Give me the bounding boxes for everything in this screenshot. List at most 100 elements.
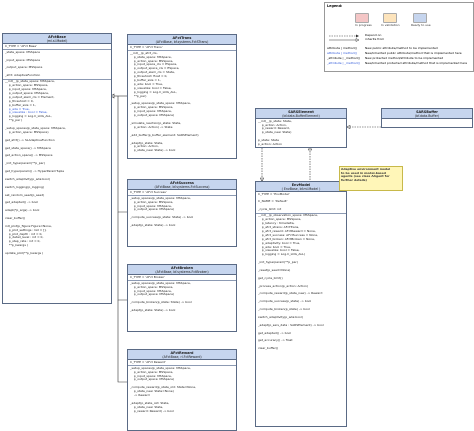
afctbroken-section-1: _setup_spaces(p_state_space: MSSpace, p_… xyxy=(128,281,236,313)
afctbase-member: switch_logging(p_logging) xyxy=(5,184,45,189)
envmodel-member: p_afct_broken: AFctBroken = None, xyxy=(258,236,315,241)
afctbase-member: p_action_space: MSSpace) xyxy=(5,130,49,134)
afctreward-member: p_reward: Reward) -> bool xyxy=(130,408,174,413)
afctbase-member: p_plot_depth : int = 0, xyxy=(5,231,43,236)
envmodel-member: _process_action(p_action: Action) xyxy=(258,283,309,288)
envmodel-member: p_logging = Log.C_LOG_ALL) xyxy=(258,252,305,257)
sarselement-member: p_state_new: State xyxy=(258,145,287,148)
envmodel-member: p_afct_success: AFctSuccess = None, xyxy=(258,232,319,237)
afcttrans-member: _simulate_reaction(p_state: State, xyxy=(130,121,182,125)
afctreward-member: _compute_reward(p_state_old: State=None, xyxy=(130,385,197,390)
afcttrans-member: C_TYPE = 'AFct Trans' xyxy=(130,44,163,49)
afctbase-member: p_visualize : bool = False, xyxy=(5,110,48,115)
envmodel-member: clear_buffer() xyxy=(258,346,279,351)
legend-row-desc-4: New/inherited protected attribute/method… xyxy=(365,61,468,65)
afctreward-header: AFctReward(AFctBase, rl.FctReward) xyxy=(128,350,236,360)
afctbase-member: p_detail_level : int = 0, xyxy=(5,235,44,240)
afctbroken-member: p_input_space: MSSpace, xyxy=(130,288,172,293)
legend-row-sig-2: attribute | method() xyxy=(327,51,357,55)
envmodel-member: _compute_success(p_state) -> bool xyxy=(258,299,312,304)
afctbase-member: p_input_space: MSSpace, xyxy=(5,87,47,92)
afctbase-member: _input_space: MSSpace xyxy=(5,57,41,62)
sarselement-name: SARSElement xyxy=(288,109,314,114)
afcttrans-member: __init__(p_afct_cls, xyxy=(130,50,158,55)
legend-label-in-progress: In progress xyxy=(355,23,372,27)
inherit-afctbroken xyxy=(117,212,127,301)
afctbase-member: p_step_rate : int = 0, xyxy=(5,239,41,244)
afctbroken-member: p_action_space: MSSpace, xyxy=(130,284,174,289)
afcttrans-member: _adapt(p_state: State, xyxy=(130,140,164,145)
envmodel-member: p_ada: bool = True, xyxy=(258,244,291,249)
sarselement-header: SARSElement(bf.data.BufferElement) xyxy=(256,109,346,119)
sarselement-member: p_reward: Reward, xyxy=(258,126,290,131)
afctbroken-parents: (AFctBase, bf.systems.FctBroken) xyxy=(155,269,209,274)
envmodel-member: __init__(p_observation_space: MSSpace, xyxy=(258,213,318,218)
envmodel-header: EnvModel( EnvBase, bf.ml.Model ) xyxy=(256,182,346,192)
class-sarsbuffer: SARSBuffer(bf.data.Buffer) xyxy=(381,108,473,128)
class-envmodel: EnvModel( EnvBase, bf.ml.Model )C_TYPE =… xyxy=(255,181,347,427)
afctbase-member: C_TYPE = 'AFct Base' xyxy=(5,43,37,48)
afctbase-section-2: __init__(p_state_space: MSSpace, p_actio… xyxy=(3,79,111,257)
afctreward-member: _setup_spaces(p_state_space: MSSpace, xyxy=(130,365,191,370)
afctsuccess-section-0: C_TYPE = 'AFct Success' xyxy=(128,189,236,197)
sarselement-member: p_state: State xyxy=(258,138,279,143)
afctbase-member: _output_space: MSSpace xyxy=(5,65,43,70)
sarsbuffer-header: SARSBuffer(bf.data.Buffer) xyxy=(382,109,472,119)
legend-label-in-validation: In validation xyxy=(381,23,400,27)
afctreward-member: C_TYPE = 'AFct Reward' xyxy=(130,359,166,364)
afctbase-member: switch_adaptivity(p_ada:bool) xyxy=(5,176,50,181)
afctbase-name: AFctBase xyxy=(48,34,66,39)
legend-title: Legend: xyxy=(327,4,343,8)
sarselement-section-0: __init__(p_state: State, p_action: Actio… xyxy=(256,118,346,148)
afctbase-member: p_action_space: MSSpace, xyxy=(5,83,49,88)
afctbase-member: p_ada = True, xyxy=(5,106,30,111)
envmodel-member: get_accuracy() -> float xyxy=(258,338,293,343)
legend-depends-label: Depend on inherits from xyxy=(365,33,385,41)
envmodel-member: p_afct_strans: AFctTrans, xyxy=(258,225,300,230)
afctbroken-section-0: C_TYPE = 'AFct Broken' xyxy=(128,274,236,282)
afctbase-member: clear_buffer() xyxy=(5,215,26,220)
envmodel-member: C_NAME = 'Default' xyxy=(258,199,288,204)
afctbase-member: p_output_elem_cls = Element, xyxy=(5,94,55,99)
afctbase-member: get_state_space() -> MSSpace xyxy=(5,145,51,150)
afcttrans-member: p_logging = Log.C_LOG_ALL, xyxy=(130,89,177,94)
afctbase-member: __init__(p_state_space: MSSpace, xyxy=(5,79,55,84)
class-sarselement: SARSElement(bf.data.BufferElement)__init… xyxy=(255,108,347,148)
legend-panel: Legend: In progress In validation Ready … xyxy=(324,2,474,72)
afcttrans-member: p_output_space_cls = ESpace, xyxy=(130,66,180,71)
afcttrans-member: _setup_spaces(p_state_space: MSSpace, xyxy=(130,101,191,106)
afctbase-member: p_threshold = 0, xyxy=(5,98,34,103)
afctbase-member: set_random_seed(p_seed) xyxy=(5,192,45,197)
afctreward-section-0: C_TYPE = 'AFct Reward' xyxy=(128,359,236,367)
afctbase-section-0: C_TYPE = 'AFct Base' xyxy=(3,43,111,51)
afctsuccess-member: C_TYPE = 'AFct Success' xyxy=(130,189,167,194)
sarselement-member: __init__(p_state: State, xyxy=(258,118,292,123)
afctreward-member: p_output_space: MSSpace) xyxy=(130,377,175,382)
afctbase-member: p_plot_settings : list = [], xyxy=(5,227,47,232)
sarsbuffer-parents: (bf.data.Buffer) xyxy=(414,113,440,118)
legend-row-desc-1: New public attribute/method to be implem… xyxy=(365,46,438,50)
afctbroken-member: C_TYPE = 'AFct Broken' xyxy=(130,274,166,279)
sarselement-member: p_state_new: State) xyxy=(258,130,292,135)
envmodel-section-0: C_TYPE = 'EnvModel' C_NAME = 'Default' _… xyxy=(256,192,346,214)
afctbase-member: get_hyperparam() -> HyperParamTuple xyxy=(5,169,65,174)
sarselement-member: p_action: Action, xyxy=(258,122,287,127)
afctreward-member: -> Reward xyxy=(130,393,150,398)
afctbroken-member: _compute_broken(p_state: State) -> bool xyxy=(130,300,192,305)
afcttrans-section-0: C_TYPE = 'AFct Trans' xyxy=(128,44,236,52)
afctreward-name: AFctReward xyxy=(170,350,194,355)
afcttrans-member: p_input_space: MSSpace, xyxy=(130,109,172,114)
envmodel-member: _cycle_limit: int xyxy=(258,207,282,212)
afctsuccess-member: p_output_space: MSSpace) xyxy=(130,207,175,212)
afctreward-member: _adapt(p_state_old: State, xyxy=(130,400,170,405)
legend-swatch-in-validation xyxy=(383,13,397,23)
sarselement-member: p_action: Action xyxy=(258,142,282,147)
legend-row-sig-1: attribute | method() xyxy=(327,46,357,50)
afctbase-member: _init_hyperparam(**p_par) xyxy=(5,161,45,166)
envmodel-member: p_latency : timedelta, xyxy=(258,221,295,226)
afcttrans-header: AFctTrans(AFctBase, bf.systems.FctSTrans… xyxy=(128,35,236,45)
afctsuccess-member: _adapt(p_state: State) -> bool xyxy=(130,223,176,228)
class-afctreward: AFctReward(AFctBase, rl.FctReward)C_TYPE… xyxy=(127,349,237,431)
afctbase-member: **p_kwargs ) xyxy=(5,243,29,248)
afctbase-member: p_logging = Log.C_LOG_ALL, xyxy=(5,114,52,119)
